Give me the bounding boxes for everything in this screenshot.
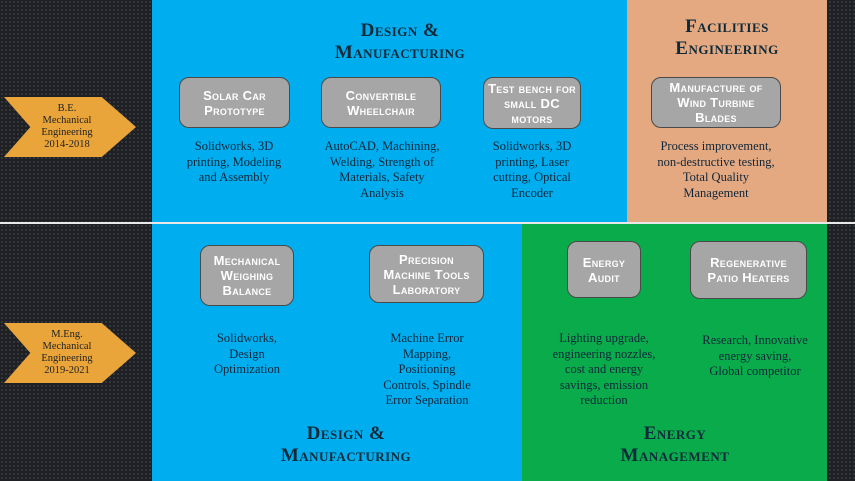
skills-wind-turbine: Process improvement, non-destructive tes… <box>657 139 775 200</box>
project-wheelchair: Convertible Wheelchair <box>321 77 441 128</box>
project-energy-audit: Energy Audit <box>567 241 641 298</box>
energy-title: Energy Management <box>620 423 730 466</box>
skills-test-bench: Solidworks, 3D printing, Laser cutting, … <box>492 139 572 200</box>
project-test-bench: Test bench for small DC motors <box>483 77 581 129</box>
project-solar-car: Solar Car Prototype <box>179 77 290 128</box>
project-wind-turbine: Manufacture of Wind Turbine Blades <box>651 77 781 128</box>
row-divider <box>0 222 855 224</box>
skills-wheelchair: AutoCAD, Machining, Welding, Strength of… <box>324 139 440 200</box>
project-weighing-balance: Mechanical Weighing Balance <box>200 245 294 306</box>
project-patio-heaters: Regenerative Patio Heaters <box>690 241 807 299</box>
skills-patio-heaters: Research, Innovative energy saving, Glob… <box>702 333 808 378</box>
project-precision-lab: Precision Machine Tools Laboratory <box>369 245 484 303</box>
facilities-title: Facilities Engineering <box>675 16 779 59</box>
skills-precision-lab: Machine Error Mapping, Positioning Contr… <box>383 331 471 407</box>
design-title-bottom: Design & Manufacturing <box>280 423 412 466</box>
skills-energy-audit: Lighting upgrade, engineering nozzles, c… <box>552 331 656 407</box>
degree-arrow-be: B.E. Mechanical Engineering 2014-2018 <box>4 97 136 157</box>
degree-arrow-meng: M.Eng. Mechanical Engineering 2019-2021 <box>4 323 136 383</box>
skills-solar-car: Solidworks, 3D printing, Modeling and As… <box>186 139 282 184</box>
skills-weighing-balance: Solidworks, Design Optimization <box>214 331 280 376</box>
design-title-top: Design & Manufacturing <box>334 20 466 63</box>
